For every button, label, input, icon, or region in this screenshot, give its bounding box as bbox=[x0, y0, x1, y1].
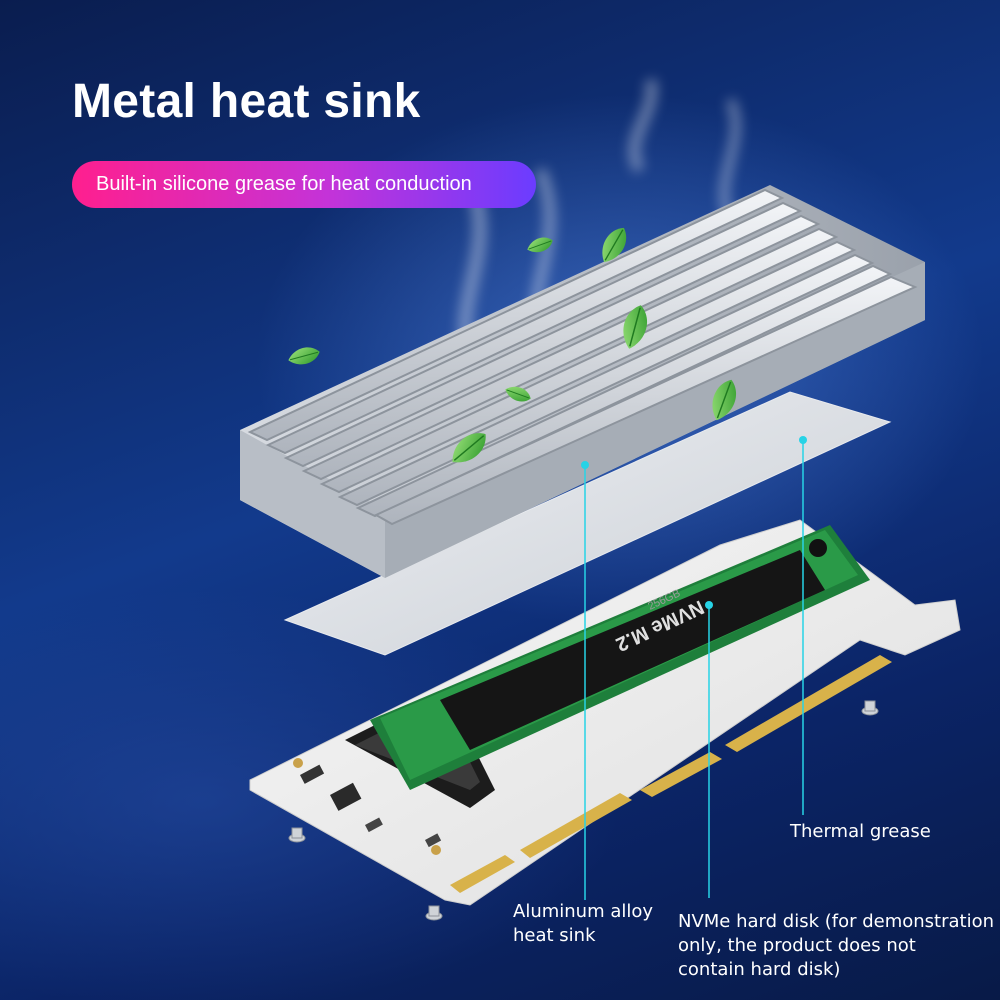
label-line: only, the product does not bbox=[678, 935, 916, 956]
label-line: heat sink bbox=[513, 925, 596, 946]
heat-sink-label: Aluminum alloy heat sink bbox=[513, 900, 653, 948]
label-line: NVMe hard disk (for demonstration bbox=[678, 911, 995, 932]
leaf-icon bbox=[285, 343, 323, 369]
label-line: contain hard disk) bbox=[678, 959, 841, 980]
callout-lines bbox=[584, 440, 804, 900]
board-components bbox=[293, 758, 442, 855]
gold-fingers bbox=[450, 655, 892, 893]
page-title: Metal heat sink bbox=[72, 75, 421, 128]
thermal-grease-pad bbox=[283, 391, 892, 656]
nvme-disk-label: NVMe hard disk (for demonstration only, … bbox=[678, 910, 994, 982]
pcie-adapter-board: NVMe M.2 256GB bbox=[249, 519, 961, 921]
thermal-grease-label: Thermal grease bbox=[790, 820, 931, 844]
standoff-screws bbox=[288, 700, 879, 921]
label-line: Aluminum alloy bbox=[513, 901, 654, 922]
aluminum-heat-sink bbox=[240, 185, 925, 578]
label-line: Thermal grease bbox=[790, 821, 931, 842]
nvme-ssd: NVMe M.2 256GB bbox=[370, 525, 870, 790]
feature-badge: Built-in silicone grease for heat conduc… bbox=[72, 161, 536, 208]
callout-dots bbox=[581, 436, 807, 609]
